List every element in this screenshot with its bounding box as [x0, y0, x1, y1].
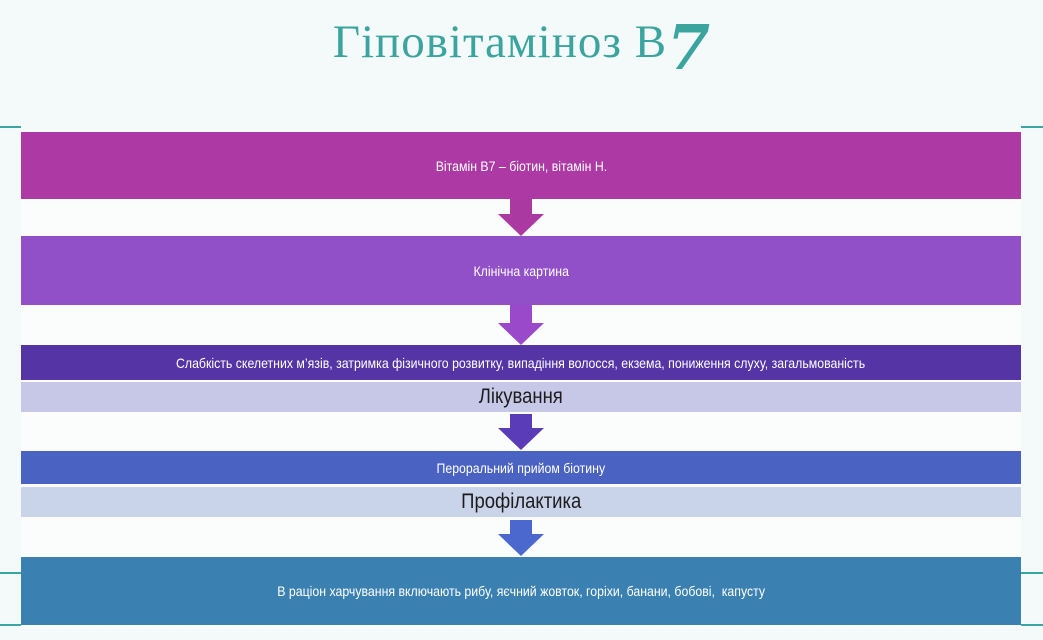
teal-rule-top-left	[0, 126, 21, 128]
flow-step-label: Пероральний прийом біотину	[436, 459, 606, 476]
flow-step-label: Слабкість скелетних м’язів, затримка фіз…	[176, 354, 866, 371]
down-arrow-stem	[510, 520, 532, 534]
down-arrow-head	[498, 323, 544, 345]
section-band-label: Профілактика	[460, 490, 582, 513]
flow-step-symptoms: Слабкість скелетних м’язів, затримка фіз…	[21, 345, 1021, 380]
flow-step-oral-biotin: Пероральний прийом біотину	[21, 451, 1021, 484]
page-title-text: Гіповітаміноз В	[332, 16, 668, 68]
down-arrow-2	[21, 305, 1021, 345]
teal-rule-middle-left	[0, 572, 21, 574]
teal-rule-top-right	[1021, 126, 1043, 128]
page-title-number: 7	[667, 11, 711, 84]
down-arrow-head	[498, 534, 544, 556]
teal-rule-bottom-left	[0, 624, 21, 626]
flow-step-label: В раціон харчування включають рибу, яєчн…	[277, 583, 765, 599]
down-arrow-stem	[510, 199, 532, 214]
down-arrow-1	[21, 199, 1021, 236]
down-arrow-4	[21, 520, 1021, 556]
teal-rule-middle-right	[1021, 572, 1043, 574]
section-band-treatment: Лікування	[21, 382, 1021, 412]
down-arrow-head	[498, 214, 544, 236]
teal-rule-bottom-right	[1021, 624, 1043, 626]
down-arrow-3	[21, 414, 1021, 450]
section-band-prevention: Профілактика	[21, 487, 1021, 517]
flow-step-clinical-picture: Клінічна картина	[21, 236, 1021, 305]
flow-step-label: Клінічна картина	[473, 262, 569, 279]
down-arrow-stem	[510, 305, 532, 323]
down-arrow-stem	[510, 414, 532, 428]
down-arrow-head	[498, 428, 544, 450]
section-band-label: Лікування	[478, 385, 564, 408]
flow-step-label: Вітамін В7 – біотин, вітамін Н.	[435, 157, 607, 174]
flow-step-diet: В раціон харчування включають рибу, яєчн…	[21, 557, 1021, 625]
flow-step-vitamin-definition: Вітамін В7 – біотин, вітамін Н.	[21, 132, 1021, 199]
page-title: Гіповітаміноз В7	[0, 12, 1043, 79]
